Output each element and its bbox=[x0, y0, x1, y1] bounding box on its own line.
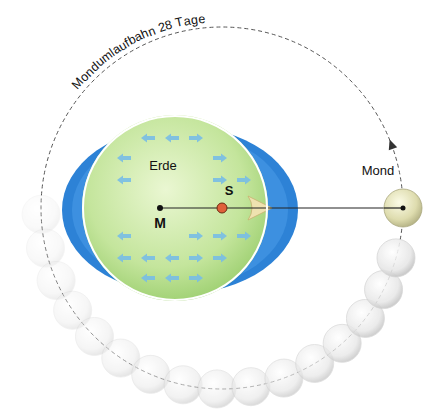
point-label: M bbox=[154, 215, 166, 231]
flow-arrow bbox=[141, 254, 155, 263]
flow-arrow bbox=[117, 232, 131, 241]
earth-outline bbox=[82, 115, 268, 301]
orbit-label: Mondumlaufbahn 28 Tage bbox=[20, 0, 270, 130]
flow-arrow bbox=[165, 274, 179, 283]
flow-arrow bbox=[165, 254, 179, 263]
earth-label: Erde bbox=[147, 159, 178, 174]
earth-node: Erde bbox=[82, 115, 268, 301]
earth-moon-line bbox=[268, 207, 384, 208]
flow-arrow bbox=[189, 274, 203, 283]
moon-label: Mond bbox=[360, 164, 397, 179]
flow-arrow bbox=[189, 232, 203, 241]
moon-ghost bbox=[232, 368, 270, 406]
flow-arrow bbox=[189, 254, 203, 263]
flow-arrow bbox=[213, 232, 227, 241]
flow-arrow bbox=[141, 274, 155, 283]
earth-rim bbox=[83, 116, 267, 300]
moon-ghost bbox=[164, 366, 202, 404]
orbit-label-glyph: e bbox=[197, 11, 205, 26]
moon-ghost bbox=[377, 239, 415, 277]
moon-ghost bbox=[198, 370, 236, 408]
moon-outline bbox=[384, 189, 422, 227]
moon-body bbox=[384, 189, 422, 227]
moon-orbit bbox=[41, 27, 403, 389]
orbit-arrowhead bbox=[389, 139, 397, 150]
flow-arrow bbox=[213, 154, 227, 163]
flow-arrow bbox=[117, 254, 131, 263]
moon-ghost bbox=[22, 195, 60, 233]
flow-arrow bbox=[189, 134, 203, 143]
flow-arrow bbox=[141, 134, 155, 143]
flow-arrow bbox=[117, 154, 131, 163]
flow-arrow bbox=[213, 254, 227, 263]
moon-node: Mond bbox=[384, 189, 422, 227]
center-line bbox=[160, 207, 268, 208]
flow-arrow bbox=[165, 134, 179, 143]
flow-arrow bbox=[237, 232, 251, 241]
point-label: S bbox=[225, 184, 234, 199]
flow-arrow bbox=[237, 176, 251, 185]
earth-globe bbox=[82, 115, 268, 301]
surface-point bbox=[217, 203, 227, 213]
center-line bbox=[384, 207, 403, 208]
moon-center bbox=[401, 206, 406, 211]
flow-arrow bbox=[117, 176, 131, 185]
center-point bbox=[157, 205, 163, 211]
